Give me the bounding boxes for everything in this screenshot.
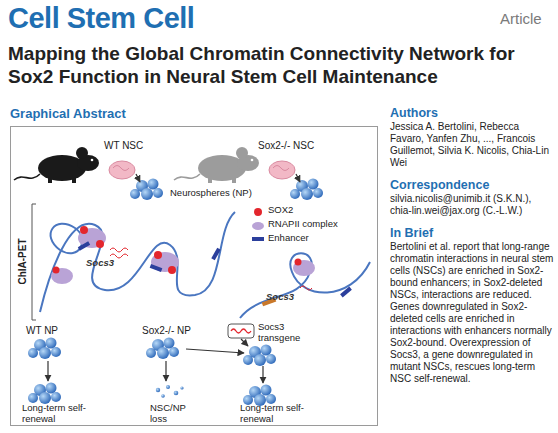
contact-emails: silvia.nicolis@unimib.it (S.K.N.), chia-… <box>390 193 554 217</box>
outcome-label: Long-term self-renewal <box>22 403 92 424</box>
wt-chromatin <box>53 267 60 274</box>
info-column: AuthorsJessica A. Bertolini, Rebecca Fav… <box>390 106 554 385</box>
transgene-box <box>231 329 251 333</box>
gene-label: Socs3 <box>266 292 306 303</box>
neurosphere-cluster <box>130 179 163 201</box>
journal-logo: Cell Stem Cell <box>8 2 194 35</box>
legend-swatch <box>252 222 264 230</box>
wt-chromatin <box>40 212 235 312</box>
abstract-panel: Graphical Abstract WT NSC Sox2-/- NSC Neuro… <box>10 106 378 428</box>
small-cells <box>156 388 160 392</box>
wt-chromatin <box>80 226 88 234</box>
flow-arrow <box>47 361 48 381</box>
mutant-chromatin <box>295 259 302 266</box>
chiapet-bracket <box>32 204 36 320</box>
group-label: Sox2-/- NP <box>142 326 222 337</box>
flow-arrow <box>48 174 300 383</box>
neurosphere-cluster <box>290 179 323 201</box>
wt-chromatin <box>151 252 179 272</box>
small-cells <box>166 385 170 389</box>
article-type: Article <box>500 10 542 27</box>
small-cells <box>180 386 183 389</box>
mutant-chromatin <box>240 253 370 318</box>
wt-chromatin <box>154 251 162 259</box>
wt-mouse <box>14 147 99 183</box>
author-list: Jessica A. Bertolini, Rebecca Favaro, Ya… <box>390 121 554 169</box>
mutant-chromatin <box>293 260 315 276</box>
brain <box>109 161 135 179</box>
transgene-label: Socs3 transgene <box>258 322 310 343</box>
brain <box>109 161 295 179</box>
wt-chromatin <box>150 264 163 272</box>
group-label: WT NP <box>26 326 86 337</box>
wt-chromatin <box>78 241 90 250</box>
mouse-label: Sox2-/- NSC <box>258 141 348 152</box>
flow-arrow <box>241 339 248 346</box>
wt-chromatin <box>51 268 73 284</box>
flow-arrow <box>296 174 300 182</box>
wt-chromatin <box>110 248 128 258</box>
wt-chromatin <box>40 212 235 312</box>
neurosphere-cluster <box>28 338 61 360</box>
small-cells <box>161 394 165 398</box>
legend-text: SOX2 <box>268 205 293 216</box>
panel-heading: Graphical Abstract <box>10 106 126 121</box>
small-cells <box>156 385 184 398</box>
brain <box>113 166 129 171</box>
mutant-chromatin <box>300 286 312 290</box>
flow-arrow <box>186 349 244 353</box>
mutant-chromatin <box>340 287 352 298</box>
neurosphere-cluster <box>28 179 323 407</box>
wt-chromatin <box>168 266 176 274</box>
mutant-chromatin <box>240 253 370 318</box>
neurosphere-cluster <box>28 383 61 405</box>
gene-label: Socs3 <box>86 258 126 269</box>
article-title: Mapping the Global Chromatin Connectivit… <box>8 42 553 88</box>
outcome-label: NSC/NP loss <box>150 403 195 424</box>
flow-arrow <box>165 361 166 381</box>
brain <box>269 161 295 179</box>
transgene-box <box>228 324 254 338</box>
wt-chromatin <box>51 224 83 253</box>
transgene-box <box>228 324 254 338</box>
section-heading: Authors <box>390 106 554 121</box>
legend-text: Enhancer <box>268 233 309 244</box>
summary-text: Bertolini et al. report that long-range … <box>390 241 554 385</box>
section-heading: Correspondence <box>390 178 554 193</box>
mouse-label: WT NSC <box>104 141 174 152</box>
mutant-mouse <box>174 147 259 183</box>
chiapet-bracket <box>32 204 36 320</box>
wt-chromatin <box>96 240 104 248</box>
neurosphere-cluster <box>146 338 179 360</box>
legend-text: RNAPII complex <box>268 219 338 230</box>
section-heading: In Brief <box>390 226 554 241</box>
small-cells <box>174 391 179 396</box>
wt-mouse <box>14 147 99 183</box>
wt-chromatin <box>211 248 220 260</box>
legend-swatch <box>254 208 262 216</box>
outcome-label: Long-term self-renewal <box>240 403 310 424</box>
mutant-mouse <box>174 147 259 183</box>
legend-swatch <box>252 237 264 241</box>
flow-arrow <box>136 174 140 182</box>
flow-arrow <box>262 366 263 383</box>
method-label: ChIA-PET <box>17 232 28 292</box>
wt-chromatin <box>78 228 106 248</box>
brain <box>273 166 289 171</box>
neurosphere-cluster <box>243 345 276 367</box>
sphere-label: Neurospheres (NP) <box>170 188 270 199</box>
abstract-frame <box>11 127 378 426</box>
